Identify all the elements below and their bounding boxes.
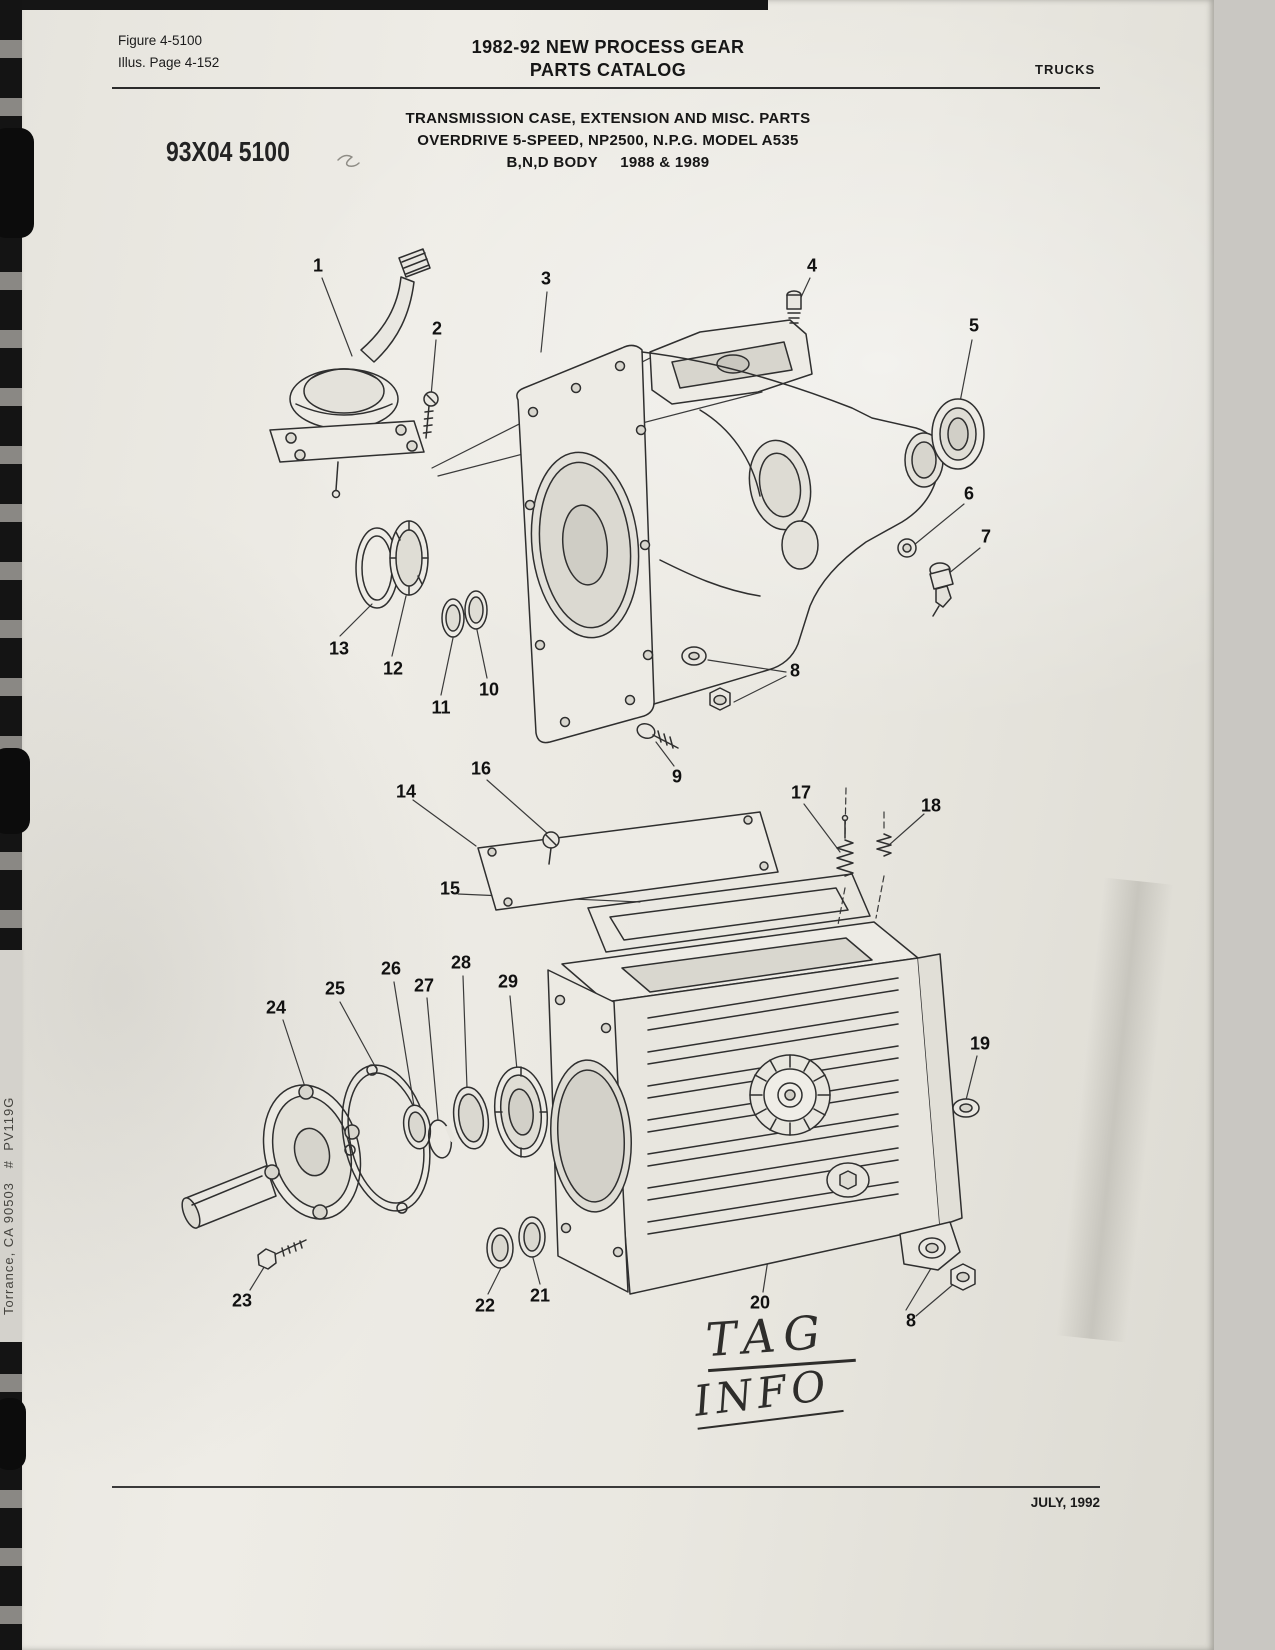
- part-callout-26: 26: [380, 958, 402, 979]
- subtitle-line2: OVERDRIVE 5-SPEED, NP2500, N.P.G. MODEL …: [417, 132, 799, 149]
- part-29-bearing: [493, 1066, 549, 1158]
- part-callout-24: 24: [265, 997, 287, 1018]
- part-callout-13: 13: [328, 638, 350, 659]
- part-17-spring-pin: [836, 814, 854, 877]
- part-callout-8: 8: [905, 1310, 917, 1331]
- figure-number: Figure 4-5100: [118, 33, 203, 48]
- part-14-cover-plate: [477, 811, 779, 911]
- part-4-plug: [786, 290, 802, 324]
- part-callout-17: 17: [790, 782, 812, 803]
- subtitle-line1: TRANSMISSION CASE, EXTENSION AND MISC. P…: [405, 110, 811, 127]
- part-callout-19: 19: [969, 1033, 991, 1054]
- scan-edge-top: [0, 0, 768, 10]
- paper-sheet: [22, 0, 1214, 1650]
- figure-subtitle: TRANSMISSION CASE, EXTENSION AND MISC. P…: [258, 108, 958, 174]
- part-callout-1: 1: [312, 255, 324, 276]
- catalog-title: 1982-92 NEW PROCESS GEAR PARTS CATALOG: [258, 36, 958, 82]
- binder-mark: [0, 128, 34, 238]
- part-callout-9: 9: [671, 766, 683, 787]
- part-callout-11: 11: [431, 697, 451, 718]
- part-callout-16: 16: [470, 758, 492, 779]
- part-callout-15: 15: [439, 878, 461, 899]
- part-callout-5: 5: [968, 315, 980, 336]
- part-callout-12: 12: [382, 658, 404, 679]
- part-callout-21: 21: [529, 1285, 551, 1306]
- ink-smudge: [337, 154, 360, 167]
- part-9-bolt: [636, 722, 679, 749]
- part-callout-8: 8: [789, 660, 801, 681]
- part-21-seal: [518, 1216, 546, 1258]
- part-callout-25: 25: [324, 978, 346, 999]
- part-callout-14: 14: [395, 781, 417, 802]
- part-callout-6: 6: [963, 483, 975, 504]
- figure-reference-block: Figure 4-5100 Illus. Page 4-152: [118, 30, 219, 74]
- part-callout-2: 2: [431, 318, 443, 339]
- part-callout-28: 28: [450, 952, 472, 973]
- part-2-bolt: [422, 391, 439, 439]
- part-18-spring: [876, 833, 892, 857]
- part-callout-18: 18: [920, 795, 942, 816]
- part-8-washer-nut: [918, 1237, 976, 1291]
- part-callout-10: 10: [478, 679, 500, 700]
- footer-date: JULY, 1992: [1030, 1495, 1100, 1510]
- callout-leader-lines: [249, 277, 981, 1317]
- catalog-title-line2: PARTS CATALOG: [529, 60, 687, 80]
- section-label-trucks: TRUCKS: [1035, 62, 1096, 77]
- binder-mark: [0, 748, 30, 834]
- binder-mark: [0, 1398, 26, 1470]
- part-27-snap-ring: [427, 1119, 456, 1159]
- part-callout-29: 29: [497, 971, 519, 992]
- header-rule: [112, 87, 1100, 89]
- part-11-ring: [441, 598, 465, 638]
- part-10-ring: [464, 590, 488, 630]
- part-23-bolt: [257, 1239, 307, 1270]
- part-7-switch: [929, 562, 954, 617]
- footer-rule: [112, 1486, 1100, 1488]
- part-26-spacer: [402, 1104, 432, 1150]
- part-5-oil-seal: [931, 398, 985, 470]
- part-1-shift-lever: [269, 248, 431, 499]
- part-15-gasket: [587, 873, 871, 953]
- part-16-screw: [542, 831, 560, 865]
- illustration-page: Illus. Page 4-152: [118, 55, 220, 70]
- part-callout-22: 22: [474, 1295, 496, 1316]
- part-19-washer: [952, 1098, 980, 1118]
- subtitle-line3: B,N,D BODY 1988 & 1989: [506, 154, 710, 171]
- part-number-stamp: 93X04 5100: [166, 136, 290, 167]
- part-extension-housing: [547, 921, 963, 1295]
- part-22-seal: [486, 1227, 514, 1269]
- binding-strip-gap: [0, 950, 22, 1342]
- part-callout-7: 7: [980, 526, 992, 547]
- catalog-title-line1: 1982-92 NEW PROCESS GEAR: [471, 37, 745, 57]
- part-callout-20: 20: [749, 1292, 771, 1313]
- part-callout-4: 4: [806, 255, 818, 276]
- part-6-plug: [897, 538, 917, 558]
- part-24-output-flange: [181, 1084, 362, 1229]
- part-12-bearing: [389, 520, 429, 596]
- part-3-transmission-case: [516, 319, 944, 744]
- part-callout-3: 3: [540, 268, 552, 289]
- part-callout-23: 23: [231, 1290, 253, 1311]
- part-callout-27: 27: [413, 975, 435, 996]
- part-28-ring: [452, 1086, 490, 1150]
